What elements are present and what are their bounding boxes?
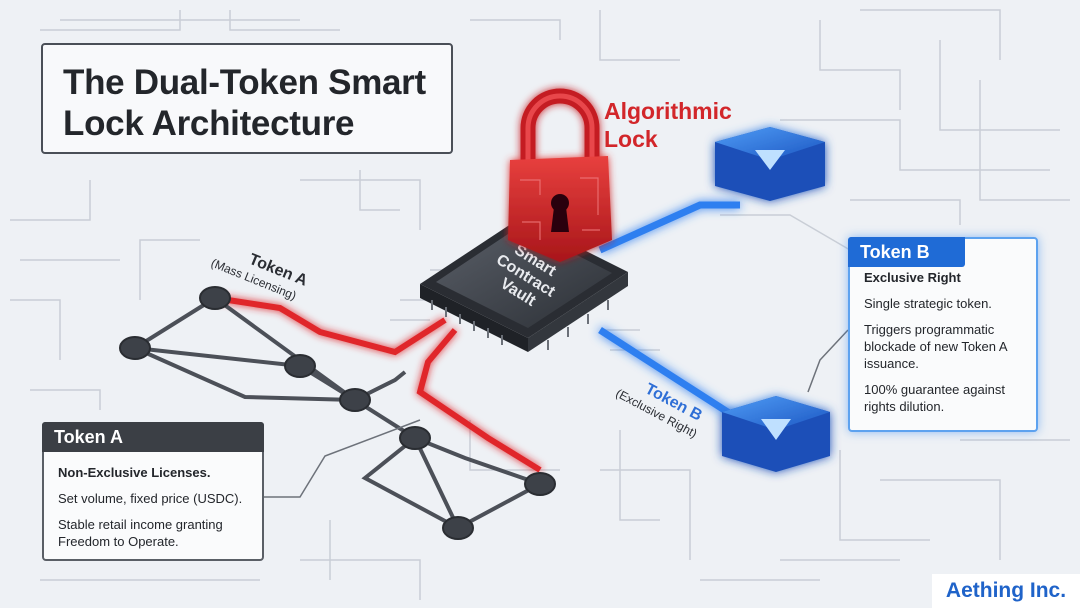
token-a-card-line: Set volume, fixed price (USDC). [58,491,243,506]
token-a-card-heading: Non-Exclusive Licenses. [58,465,211,480]
token-b-blue-path [598,201,742,423]
network-node [199,286,231,310]
padlock-icon [508,88,612,262]
network-node [284,354,316,378]
token-b-cube-top [715,127,825,201]
token-a-nodes [119,286,556,540]
token-b-card: Token B Exclusive Right Single strategic… [848,237,1038,432]
background-circuit-traces [10,9,1070,600]
network-node [442,516,474,540]
algorithmic-lock-label: Algorithmic Lock [604,97,732,153]
token-b-card-line: Triggers programmatic [864,322,995,337]
token-b-card-line: blockade of new Token A [864,339,1008,354]
card-connectors [264,329,849,498]
token-a-red-path [214,295,542,473]
token-b-card-line: Single strategic token. [864,296,992,311]
brand-logo: Aething Inc. [932,574,1080,608]
token-b-path-label: Token B (Exclusive Right) [613,381,704,441]
title-box: The Dual-Token Smart Lock Architecture [41,43,453,154]
token-a-card-line: Stable retail income granting [58,517,223,532]
page-title: The Dual-Token Smart Lock Architecture [63,62,426,144]
token-b-card-heading: Exclusive Right [864,270,961,285]
network-node [119,336,151,360]
lock-label-line-1: Algorithmic [604,98,732,124]
token-a-card-header: Token A [42,422,264,452]
token-a-card-line: Freedom to Operate. [58,534,179,549]
title-line-2: Lock Architecture [63,104,355,143]
token-b-card-line: issuance. [864,356,919,371]
network-node [399,426,431,450]
network-node [524,472,556,496]
token-b-card-line: rights dilution. [864,399,945,414]
token-b-card-line: 100% guarantee against [864,382,1005,397]
token-b-card-header: Token B [848,237,965,267]
network-node [339,388,371,412]
token-a-card: Token A Non-Exclusive Licenses. Set volu… [42,422,264,561]
lock-label-line-2: Lock [604,126,658,152]
title-line-1: The Dual-Token Smart [63,63,426,102]
token-b-cube-bottom [722,396,830,472]
smart-contract-vault: Smart Contract Vault [420,218,628,352]
